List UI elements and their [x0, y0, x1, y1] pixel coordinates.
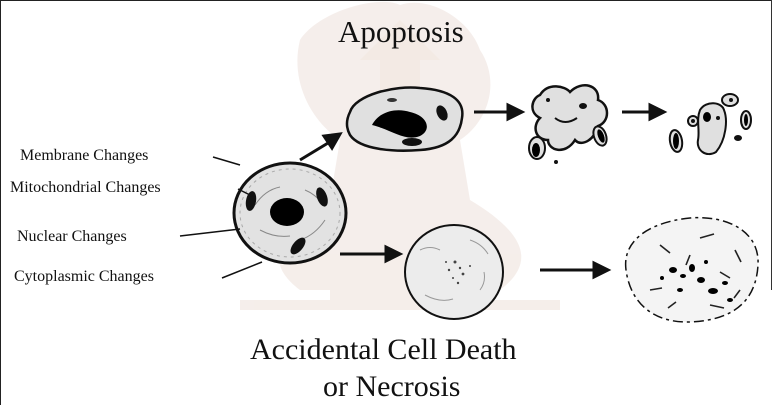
necrosis-title-line1: Accidental Cell Death — [250, 333, 517, 367]
normal-cell — [234, 163, 346, 263]
label-mitochondrial-changes: Mitochondrial Changes — [10, 179, 161, 197]
label-cytoplasmic-changes: Cytoplasmic Changes — [14, 268, 154, 286]
apoptosis-title: Apoptosis — [338, 14, 464, 50]
necrosis-swollen-cell — [405, 225, 503, 319]
necrosis-title-line2: or Necrosis — [323, 370, 460, 404]
label-membrane-changes: Membrane Changes — [20, 147, 148, 165]
apoptotic-bodies — [668, 94, 751, 154]
necrosis-ruptured-cell — [626, 218, 758, 322]
label-nuclear-changes: Nuclear Changes — [17, 228, 127, 246]
apoptosis-blebbing-cell — [529, 85, 609, 164]
apoptosis-shrunken-cell — [347, 87, 462, 150]
